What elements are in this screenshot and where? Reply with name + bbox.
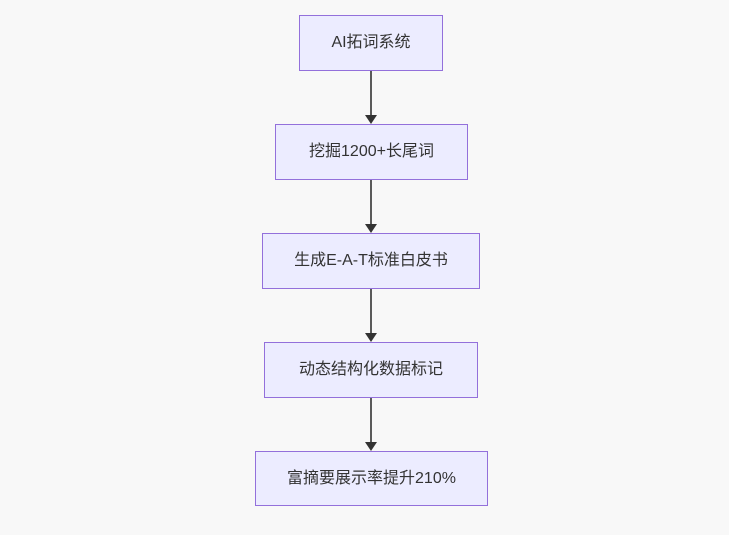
flowchart-node-longtail-keyword-mining: 挖掘1200+长尾词 <box>275 124 468 180</box>
edge-line <box>370 398 372 442</box>
flowchart-edge-3 <box>365 289 377 342</box>
node-label: 富摘要展示率提升210% <box>287 469 456 487</box>
flowchart-node-rich-snippet-rate-increase: 富摘要展示率提升210% <box>255 451 488 506</box>
arrowhead-down-icon <box>365 333 377 342</box>
flowchart-edge-2 <box>365 180 377 233</box>
flowchart-node-eat-whitepaper: 生成E-A-T标准白皮书 <box>262 233 480 289</box>
arrowhead-down-icon <box>365 224 377 233</box>
edge-line <box>370 71 372 115</box>
arrowhead-down-icon <box>365 442 377 451</box>
node-label: 动态结构化数据标记 <box>298 361 443 378</box>
node-label: 挖掘1200+长尾词 <box>309 143 434 160</box>
arrowhead-down-icon <box>365 115 377 124</box>
node-label: AI拓词系统 <box>331 34 411 51</box>
edge-line <box>370 180 372 224</box>
flowchart-edge-4 <box>365 398 377 451</box>
node-label: 生成E-A-T标准白皮书 <box>294 252 448 269</box>
flowchart-edge-1 <box>365 71 377 124</box>
flowchart-node-dynamic-structured-data-markup: 动态结构化数据标记 <box>264 342 478 398</box>
flowchart-node-ai-expansion-system: AI拓词系统 <box>299 15 443 71</box>
edge-line <box>370 289 372 333</box>
